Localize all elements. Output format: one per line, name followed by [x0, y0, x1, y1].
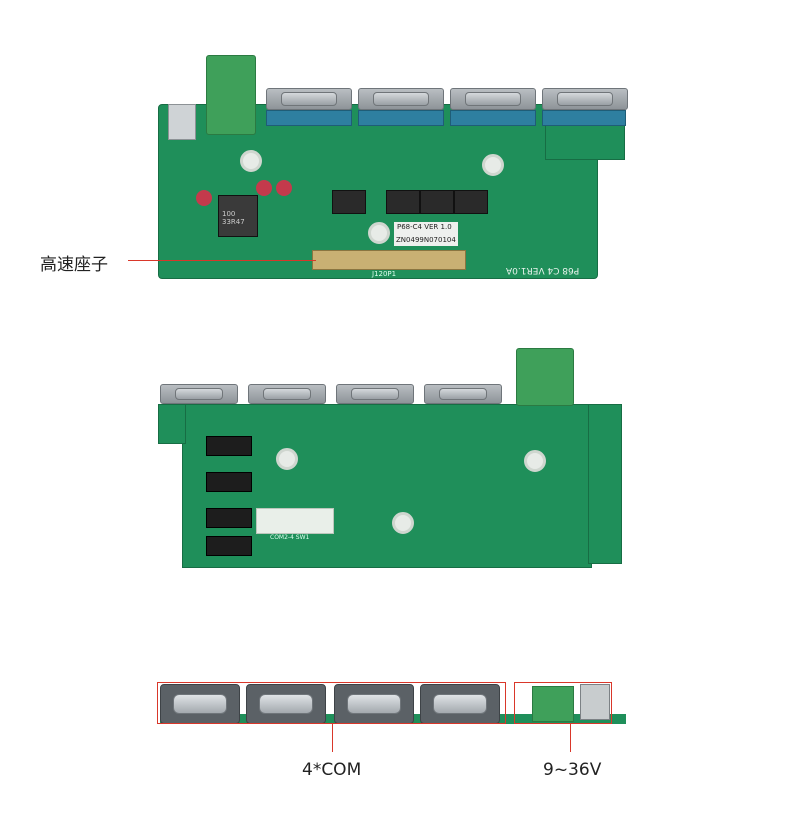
callout-connector-label: 高速座子 [40, 255, 108, 275]
mounting-hole-top-3 [482, 154, 504, 176]
db9-base-4 [542, 110, 626, 126]
dip-switch-1 [206, 436, 252, 456]
capacitor-2 [256, 180, 272, 196]
ic-2 [386, 190, 420, 214]
inductor-label: 100 33R47 [222, 210, 245, 226]
power-terminal-bottom [516, 348, 574, 406]
ic-3 [420, 190, 454, 214]
mounting-hole-bottom-3 [392, 512, 414, 534]
callout-connector-line [128, 260, 316, 261]
db9-face-3 [334, 684, 414, 724]
ic-1 [332, 190, 366, 214]
power-callout-line [570, 724, 571, 752]
switch-block-text: COM2-4 SW1 [270, 534, 310, 541]
db9-connector-bottom-1 [160, 384, 238, 404]
board-top-view: 100 33R47 P68-C4 VER 1.0 ZN0499N070104 J… [0, 0, 790, 300]
dip-switch-3 [206, 508, 252, 528]
db9-face-4 [420, 684, 500, 724]
connector-ref-text: J120P1 [372, 270, 397, 278]
com-callout-line [332, 724, 333, 752]
capacitor-1 [196, 190, 212, 206]
inductor [218, 195, 258, 237]
db9-base-3 [450, 110, 536, 126]
pcb-bottom-left-tab [158, 404, 186, 444]
dip-switch-2 [206, 472, 252, 492]
power-label: 9~36V [543, 760, 602, 780]
dip-switch-4 [206, 536, 252, 556]
board-name-text: P68 C4 VER1.0A [506, 265, 580, 275]
dc-jack-top [168, 104, 196, 140]
db9-base-2 [358, 110, 444, 126]
high-speed-connector [312, 250, 466, 270]
io-panel-view: 4*COM 9~36V [0, 670, 790, 818]
sticker-version-text: P68-C4 VER 1.0 [397, 223, 452, 231]
mounting-hole-bottom-2 [524, 450, 546, 472]
board-bottom-view: COM2-4 SW1 [0, 340, 790, 580]
mounting-hole-top-1 [240, 150, 262, 172]
db9-connector-bottom-3 [336, 384, 414, 404]
db9-connector-bottom-4 [424, 384, 502, 404]
com-highlight-box [157, 682, 506, 724]
db9-connector-bottom-2 [248, 384, 326, 404]
db9-connector-top-2 [358, 88, 444, 110]
db9-base-1 [266, 110, 352, 126]
version-sticker [394, 222, 458, 246]
db9-connector-top-4 [542, 88, 628, 110]
db9-face-2 [246, 684, 326, 724]
sticker-serial-text: ZN0499N070104 [396, 236, 456, 244]
power-highlight-box [514, 682, 612, 724]
mounting-hole-bottom-1 [276, 448, 298, 470]
mounting-hole-top-2 [368, 222, 390, 244]
power-terminal-top [206, 55, 256, 135]
com-label: 4*COM [302, 760, 362, 780]
pcb-bottom-right-tab [588, 404, 622, 564]
db9-connector-top-1 [266, 88, 352, 110]
switch-table [256, 508, 334, 534]
ic-4 [454, 190, 488, 214]
db9-connector-top-3 [450, 88, 536, 110]
dc-jack-face [580, 684, 610, 720]
power-terminal-face [532, 686, 574, 722]
capacitor-3 [276, 180, 292, 196]
